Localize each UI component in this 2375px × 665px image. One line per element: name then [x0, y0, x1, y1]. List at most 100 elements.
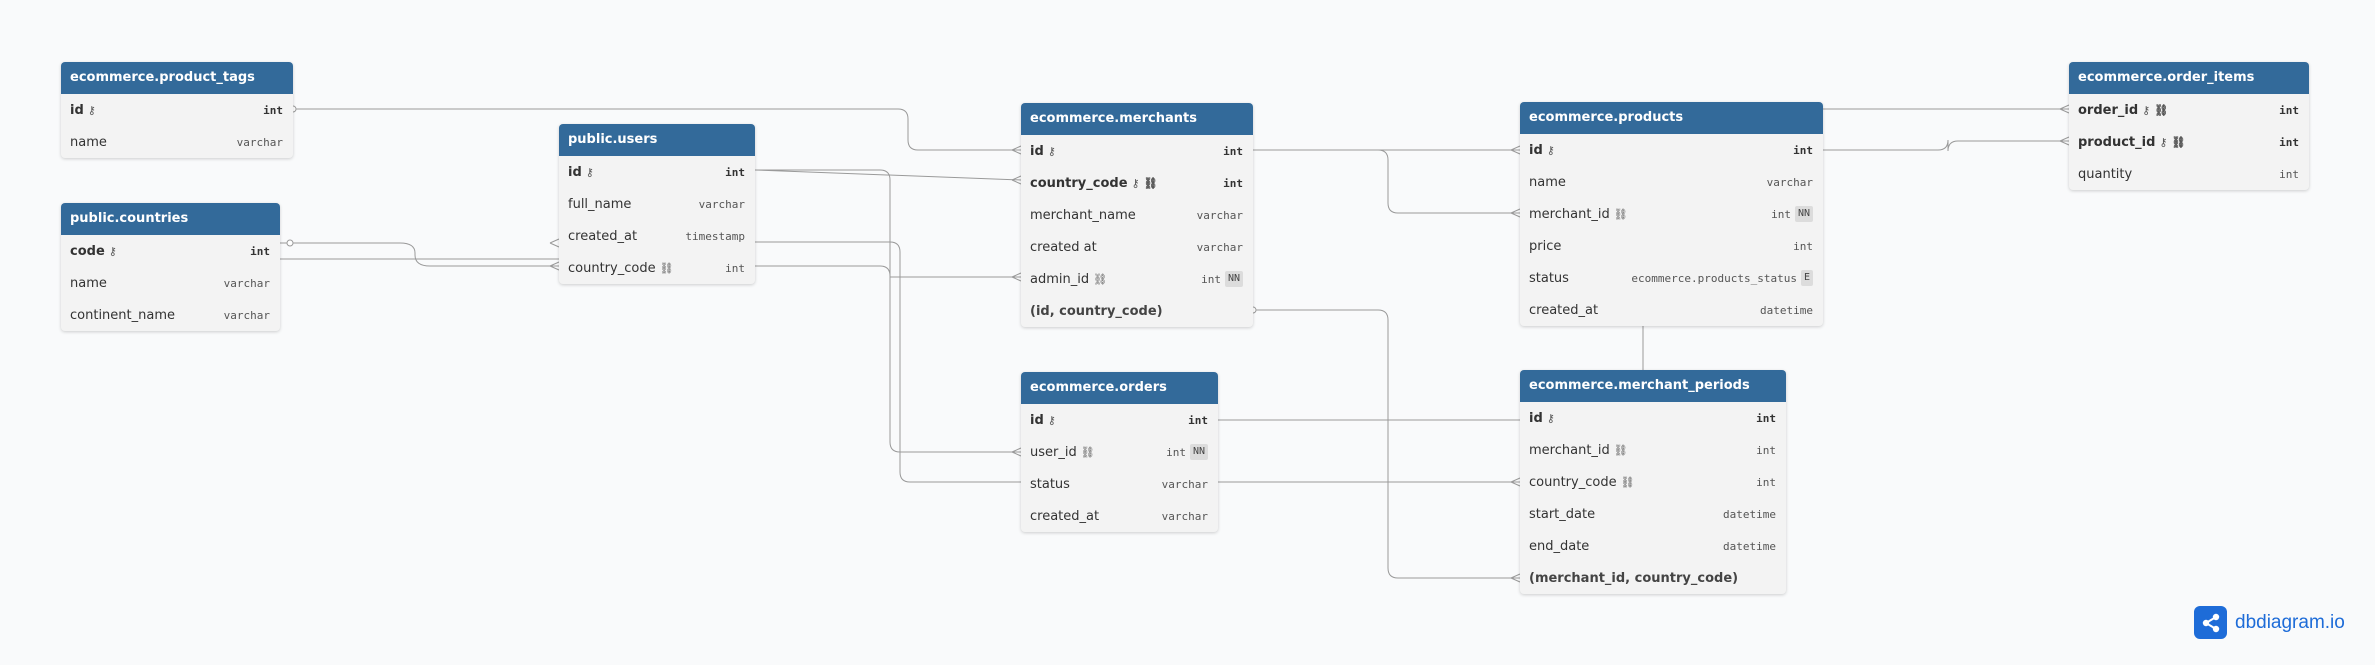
field-name-cell: name [1529, 175, 1566, 190]
field-row[interactable]: price int [1520, 230, 1823, 262]
field-row[interactable]: merchant_id⛓int [1520, 434, 1786, 466]
field-row[interactable]: id⚷ int [1520, 402, 1786, 434]
field-name: full_name [568, 196, 632, 212]
table-header[interactable]: ecommerce.merchant_periods [1520, 370, 1786, 402]
link-icon: ⛓ [1080, 445, 1095, 459]
relationship-line[interactable] [755, 265, 1021, 278]
table-header[interactable]: ecommerce.merchants [1021, 103, 1253, 135]
brand-badge[interactable]: dbdiagram.io [2194, 606, 2345, 639]
index-row[interactable]: (id, country_code) [1021, 295, 1253, 327]
field-type: int [1223, 176, 1243, 190]
field-row[interactable]: country_code⛓int [1520, 466, 1786, 498]
key-icon: ⚷ [1546, 411, 1555, 425]
field-name-cell: country_code⚷⛓ [1030, 176, 1158, 191]
field-row[interactable]: code⚷int [61, 235, 280, 267]
table-header[interactable]: public.countries [61, 203, 280, 235]
field-type: varchar [236, 135, 283, 149]
table-header[interactable]: ecommerce.products [1520, 102, 1823, 134]
field-row[interactable]: id⚷int [559, 156, 755, 188]
relationship-line[interactable] [754, 169, 1022, 181]
table-header[interactable]: ecommerce.product_tags [61, 62, 293, 94]
field-type: int [1793, 239, 1813, 253]
table-header[interactable]: public.users [559, 124, 755, 156]
link-icon: ⛓ [1143, 176, 1158, 190]
field-name: merchant_name [1030, 207, 1136, 223]
field-type: int [2279, 167, 2299, 181]
index-row[interactable]: (merchant_id, country_code) [1520, 562, 1786, 594]
field-row[interactable]: product_id⚷⛓int [2069, 126, 2309, 158]
field-type: int [1223, 144, 1243, 158]
field-name: id [568, 164, 582, 180]
field-row[interactable]: id⚷int [1021, 135, 1253, 167]
field-name-cell: continent_name [70, 308, 175, 323]
field-name: price [1529, 238, 1562, 254]
relationship-line[interactable] [1253, 309, 1520, 579]
field-name: id [70, 102, 84, 118]
relationship-line[interactable] [1253, 149, 1520, 214]
relationship-line[interactable] [1823, 139, 2069, 152]
table-products[interactable]: ecommerce.products id⚷int name varchar merc… [1520, 102, 1823, 326]
field-name: id [1529, 142, 1543, 158]
key-icon: ⚷ [2159, 135, 2168, 149]
field-name: created_at [1529, 302, 1599, 318]
field-type: int [2279, 135, 2299, 149]
relationship-line[interactable] [280, 242, 559, 267]
field-name-cell: admin_id⛓ [1030, 272, 1107, 287]
field-row[interactable]: order_id⚷⛓int [2069, 94, 2309, 126]
field-type-cell: int [2279, 104, 2299, 117]
field-type: int [1756, 411, 1776, 425]
key-icon: ⚷ [87, 103, 96, 117]
field-type-cell: int [1793, 240, 1813, 253]
table-merchant-periods[interactable]: ecommerce.merchant_periods id⚷ int merchan… [1520, 370, 1786, 594]
field-row[interactable]: id⚷int [61, 94, 293, 126]
table-header[interactable]: ecommerce.orders [1021, 372, 1218, 404]
field-row[interactable]: id⚷int [1520, 134, 1823, 166]
field-name-cell: merchant_id⛓ [1529, 443, 1628, 458]
field-name: code [70, 243, 105, 259]
link-icon: ⛓ [2154, 103, 2169, 117]
field-name-cell: country_code⛓ [1529, 475, 1635, 490]
field-row[interactable]: name varchar [1520, 166, 1823, 198]
field-name-cell: country_code⛓ [568, 261, 674, 276]
many-marker [1011, 175, 1022, 185]
field-type: varchar [1766, 175, 1813, 189]
field-name-cell: merchant_name [1030, 208, 1136, 223]
field-type-cell: varchar [1197, 241, 1243, 254]
table-header[interactable]: ecommerce.order_items [2069, 62, 2309, 94]
field-type-cell: int [1223, 145, 1243, 158]
field-row[interactable]: id⚷int [1021, 404, 1218, 436]
field-row[interactable]: country_code⚷⛓ int [1021, 167, 1253, 199]
relationship-line[interactable] [755, 169, 1021, 453]
field-type: timestamp [685, 229, 745, 243]
brand-name: dbdiagram.io [2235, 611, 2345, 633]
field-name-cell: status [1529, 271, 1569, 286]
field-type: ecommerce.products_status [1631, 271, 1797, 285]
field-name: id [1529, 410, 1543, 426]
field-row[interactable]: country_code⛓int [559, 252, 755, 284]
link-icon: ⛓ [1620, 475, 1635, 489]
